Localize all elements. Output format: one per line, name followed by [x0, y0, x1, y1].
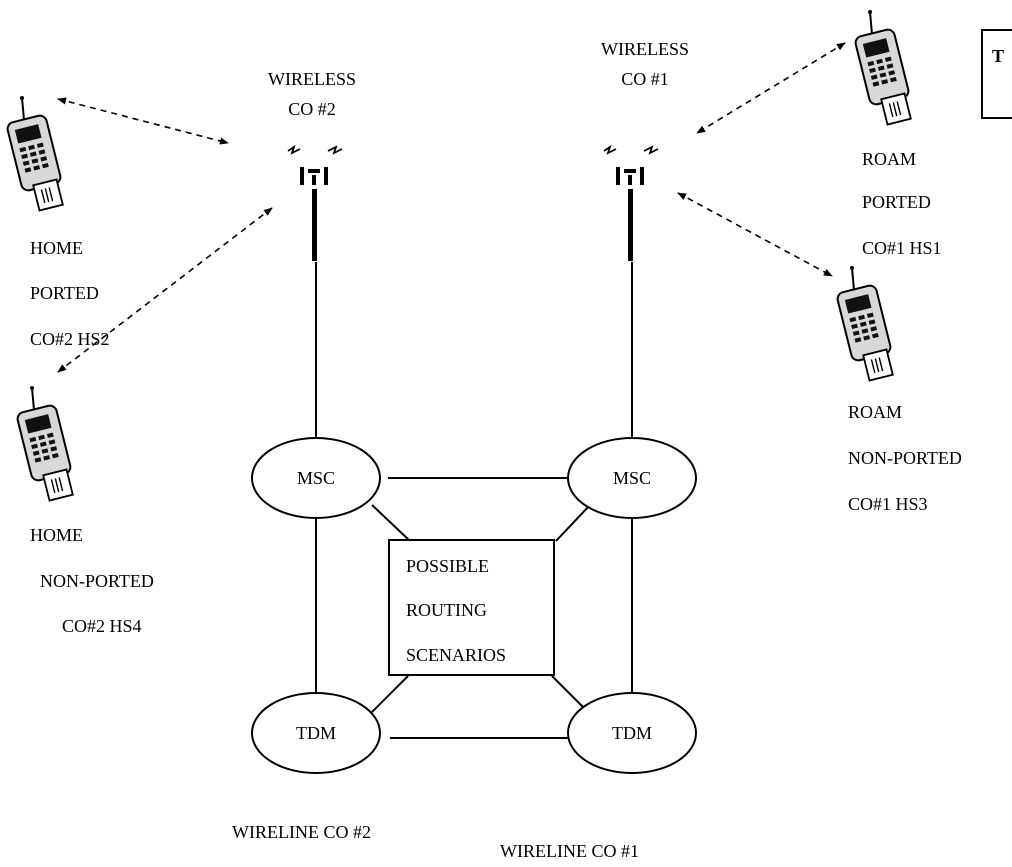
wireline-co1-label: WIRELINE CO #1 [500, 841, 639, 861]
msc-left-label: MSC [297, 468, 335, 488]
link-tdm-right-routing [551, 675, 589, 713]
wireless-tower-co1 [603, 146, 659, 262]
antenna-icon [287, 146, 343, 262]
handset-hs4-phone-icon [15, 385, 74, 502]
link-msc-right-routing [555, 504, 591, 542]
tdm-right-node [567, 692, 697, 774]
hs3-line1: ROAM [848, 402, 902, 422]
handset-hs4-label: HOME NON-PORTED CO#2 HS4 [30, 525, 154, 636]
handset-hs2-label: HOME PORTED CO#2 HS2 [30, 238, 110, 349]
legend-box-text: T [992, 46, 1004, 66]
tdm-right-label: TDM [612, 723, 652, 743]
hs4-line3: CO#2 HS4 [62, 616, 142, 636]
wireless-tower-co2 [287, 146, 343, 262]
tdm-left-node [251, 692, 381, 774]
handset-hs1-label: ROAM PORTED CO#1 HS1 [862, 149, 942, 258]
tower-co2-label-line1: WIRELESS [268, 69, 356, 89]
msc-left-node [251, 437, 381, 519]
hs3-line2: NON-PORTED [848, 448, 962, 468]
tower-co1-label-line1: WIRELESS [601, 39, 689, 59]
handset-hs1-phone-icon [853, 9, 912, 126]
radio-link-hs1-tower1 [696, 42, 846, 134]
routing-box-line1: POSSIBLE [406, 556, 489, 576]
hs4-line1: HOME [30, 525, 83, 545]
legend-box [981, 29, 1012, 119]
link-tdm-left-routing [371, 675, 409, 713]
handset-hs3-label: ROAM NON-PORTED CO#1 HS3 [848, 402, 962, 514]
tdm-left-label: TDM [296, 723, 336, 743]
hs3-line3: CO#1 HS3 [848, 494, 928, 514]
routing-scenarios-box [388, 539, 555, 676]
hs1-line2: PORTED [862, 192, 931, 212]
antenna-icon [603, 146, 659, 262]
routing-box-line3: SCENARIOS [406, 645, 506, 665]
hs2-line1: HOME [30, 238, 83, 258]
routing-box-line2: ROUTING [406, 600, 487, 620]
msc-right-label: MSC [613, 468, 651, 488]
tower-co1-label-line2: CO #1 [621, 69, 669, 89]
wireline-co2-label: WIRELINE CO #2 [232, 822, 371, 842]
radio-link-hs2-tower2 [57, 97, 229, 145]
msc-right-node [567, 437, 697, 519]
tower-co2-label-line2: CO #2 [288, 99, 336, 119]
hs1-line3: CO#1 HS1 [862, 238, 942, 258]
radio-link-tower2-hs4 [57, 207, 273, 373]
hs2-line3: CO#2 HS2 [30, 329, 110, 349]
hs4-line2: NON-PORTED [40, 571, 154, 591]
handset-hs3-phone-icon [835, 265, 894, 382]
radio-link-tower1-hs3 [677, 192, 833, 277]
link-msc-left-routing [371, 504, 411, 542]
handset-hs2-phone-icon [5, 95, 64, 212]
hs1-line1: ROAM [862, 149, 916, 169]
hs2-line2: PORTED [30, 283, 99, 303]
